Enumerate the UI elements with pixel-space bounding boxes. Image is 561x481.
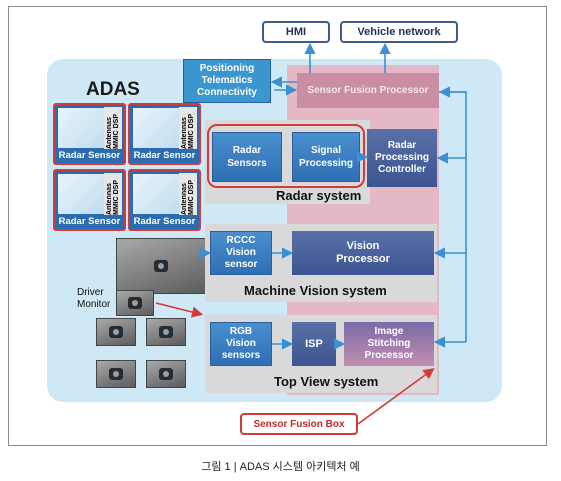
driver-monitor-camera-photo — [116, 290, 154, 316]
radar-wave-graphic — [133, 174, 181, 214]
chip-label: Antennas MMIC DSP — [179, 173, 197, 215]
camera-lens-icon — [128, 297, 142, 309]
rgb-vision-sensors-box: RGB Vision sensors — [210, 322, 272, 366]
figure-caption: 그림 1 | ADAS 시스템 아키텍처 예 — [201, 461, 360, 473]
rccc-vision-sensor-box: RCCC Vision sensor — [210, 231, 272, 275]
chip-label: Antennas MMIC DSP — [179, 107, 197, 149]
camera-lens-icon — [159, 368, 173, 380]
camera-lens-icon — [154, 260, 168, 272]
radar-sensors-box: Radar Sensors — [212, 132, 282, 182]
radar-sensor-module: Antennas MMIC DSP Radar Sensor — [53, 103, 126, 165]
machine-vision-title: Machine Vision system — [244, 283, 387, 298]
radar-sensor-module: Antennas MMIC DSP Radar Sensor — [53, 169, 126, 231]
radar-wave-graphic — [133, 108, 181, 148]
radar-sensor-label: Radar Sensor — [58, 150, 121, 161]
camera-photo — [96, 360, 136, 388]
image-stitching-processor-box: Image Stitching Processor — [344, 322, 434, 366]
camera-lens-icon — [109, 368, 123, 380]
radar-sensor-label: Radar Sensor — [58, 216, 121, 227]
positioning-telematics-box: Positioning Telematics Connectivity — [183, 59, 271, 103]
camera-lens-icon — [109, 326, 123, 338]
radar-sensor-module: Antennas MMIC DSP Radar Sensor — [128, 169, 201, 231]
camera-lens-icon — [159, 326, 173, 338]
vision-processor-box: Vision Processor — [292, 231, 434, 275]
camera-photo — [116, 238, 206, 294]
vehicle-network-box: Vehicle network — [340, 21, 458, 43]
camera-photo — [96, 318, 136, 346]
chip-label: Antennas MMIC DSP — [104, 107, 122, 149]
radar-processing-controller-box: Radar Processing Controller — [367, 129, 437, 187]
chip-label: Antennas MMIC DSP — [104, 173, 122, 215]
radar-highlight-outline — [207, 124, 365, 188]
top-view-title: Top View system — [274, 374, 379, 389]
sensor-fusion-processor-box: Sensor Fusion Processor — [297, 73, 439, 108]
radar-sensor-label: Radar Sensor — [133, 216, 196, 227]
camera-photo — [146, 318, 186, 346]
sensor-fusion-box-label: Sensor Fusion Box — [240, 413, 358, 435]
isp-box: ISP — [292, 322, 336, 366]
radar-sensor-module: Antennas MMIC DSP Radar Sensor — [128, 103, 201, 165]
radar-system-title: Radar system — [276, 188, 362, 203]
radar-sensor-label: Radar Sensor — [133, 150, 196, 161]
adas-title: ADAS — [86, 79, 140, 100]
hmi-box: HMI — [262, 21, 330, 43]
camera-photo — [146, 360, 186, 388]
radar-wave-graphic — [58, 174, 106, 214]
radar-wave-graphic — [58, 108, 106, 148]
driver-monitor-label: Driver Monitor — [77, 287, 111, 310]
